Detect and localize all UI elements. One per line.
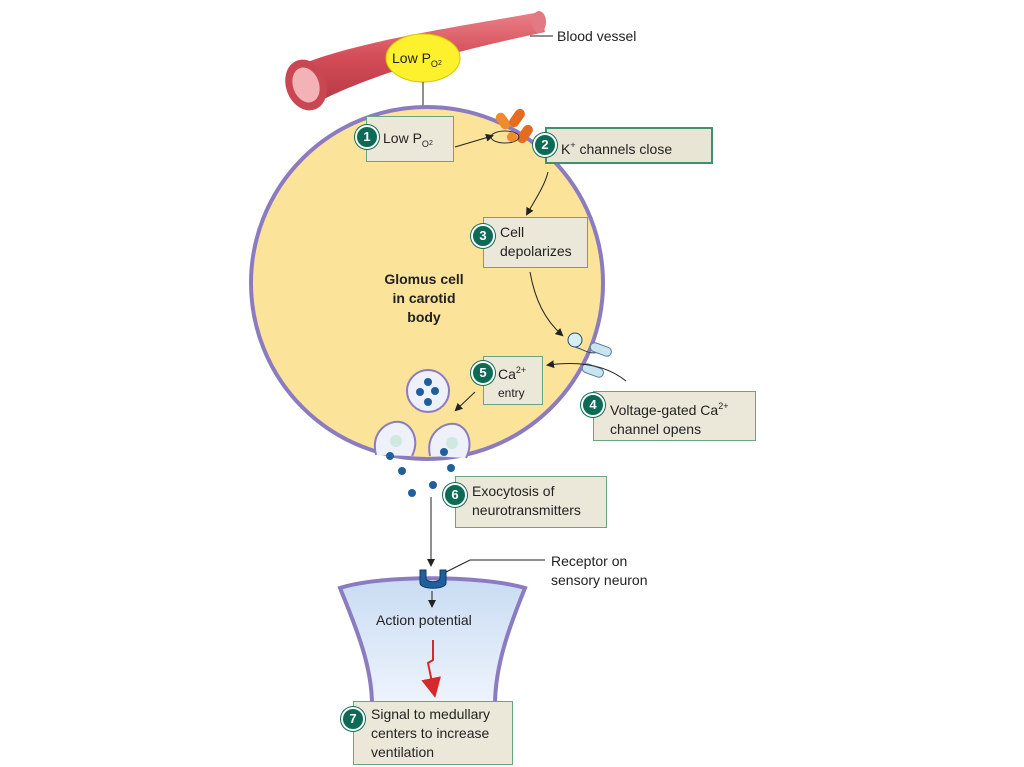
step1-badge: 1 (355, 125, 379, 149)
ca-channel-icon (567, 332, 612, 378)
arrow-step1-to-step2 (454, 133, 494, 148)
step6-badge: 6 (443, 483, 467, 507)
step7-box: Signal to medullary centers to increase … (353, 701, 513, 765)
arrow-step3-to-step4 (529, 271, 564, 337)
arrow-step4-to-step5 (546, 360, 627, 382)
k-channel-icon (490, 108, 533, 144)
neurotransmitter-dots (386, 448, 455, 497)
receptor-leader-a (445, 559, 471, 573)
receptor-icon (419, 569, 447, 589)
step4-box: Voltage-gated Ca2+ channel opens (593, 391, 756, 441)
step1-box: Low PO2 (366, 116, 454, 162)
action-potential-label: Action potential (376, 612, 472, 628)
arrow-step5-to-vesicle (454, 391, 476, 412)
exocytosis-vesicles (373, 420, 471, 459)
glomus-cell-label: Glomus cell in carotid body (384, 271, 464, 325)
step4-badge: 4 (581, 393, 605, 417)
step5-badge: 5 (471, 361, 495, 385)
step2-badge: 2 (533, 133, 557, 157)
arrow-step2-to-step3 (526, 171, 549, 216)
vesicle-icon (406, 369, 450, 413)
step3-badge: 3 (471, 224, 495, 248)
receptor-label: Receptor on sensory neuron (551, 553, 648, 588)
blood-vessel-label: Blood vessel (557, 28, 637, 44)
signal-arrow (421, 640, 441, 698)
step3-box: Cell depolarizes (483, 217, 588, 268)
step2-box: K+ channels close (545, 127, 713, 164)
step5-box: Ca2+ entry (483, 356, 543, 405)
step6-box: Exocytosis of neurotransmitters (455, 476, 607, 528)
blood-low-po2-label: Low PO2 (392, 50, 442, 69)
step7-badge: 7 (341, 707, 365, 731)
